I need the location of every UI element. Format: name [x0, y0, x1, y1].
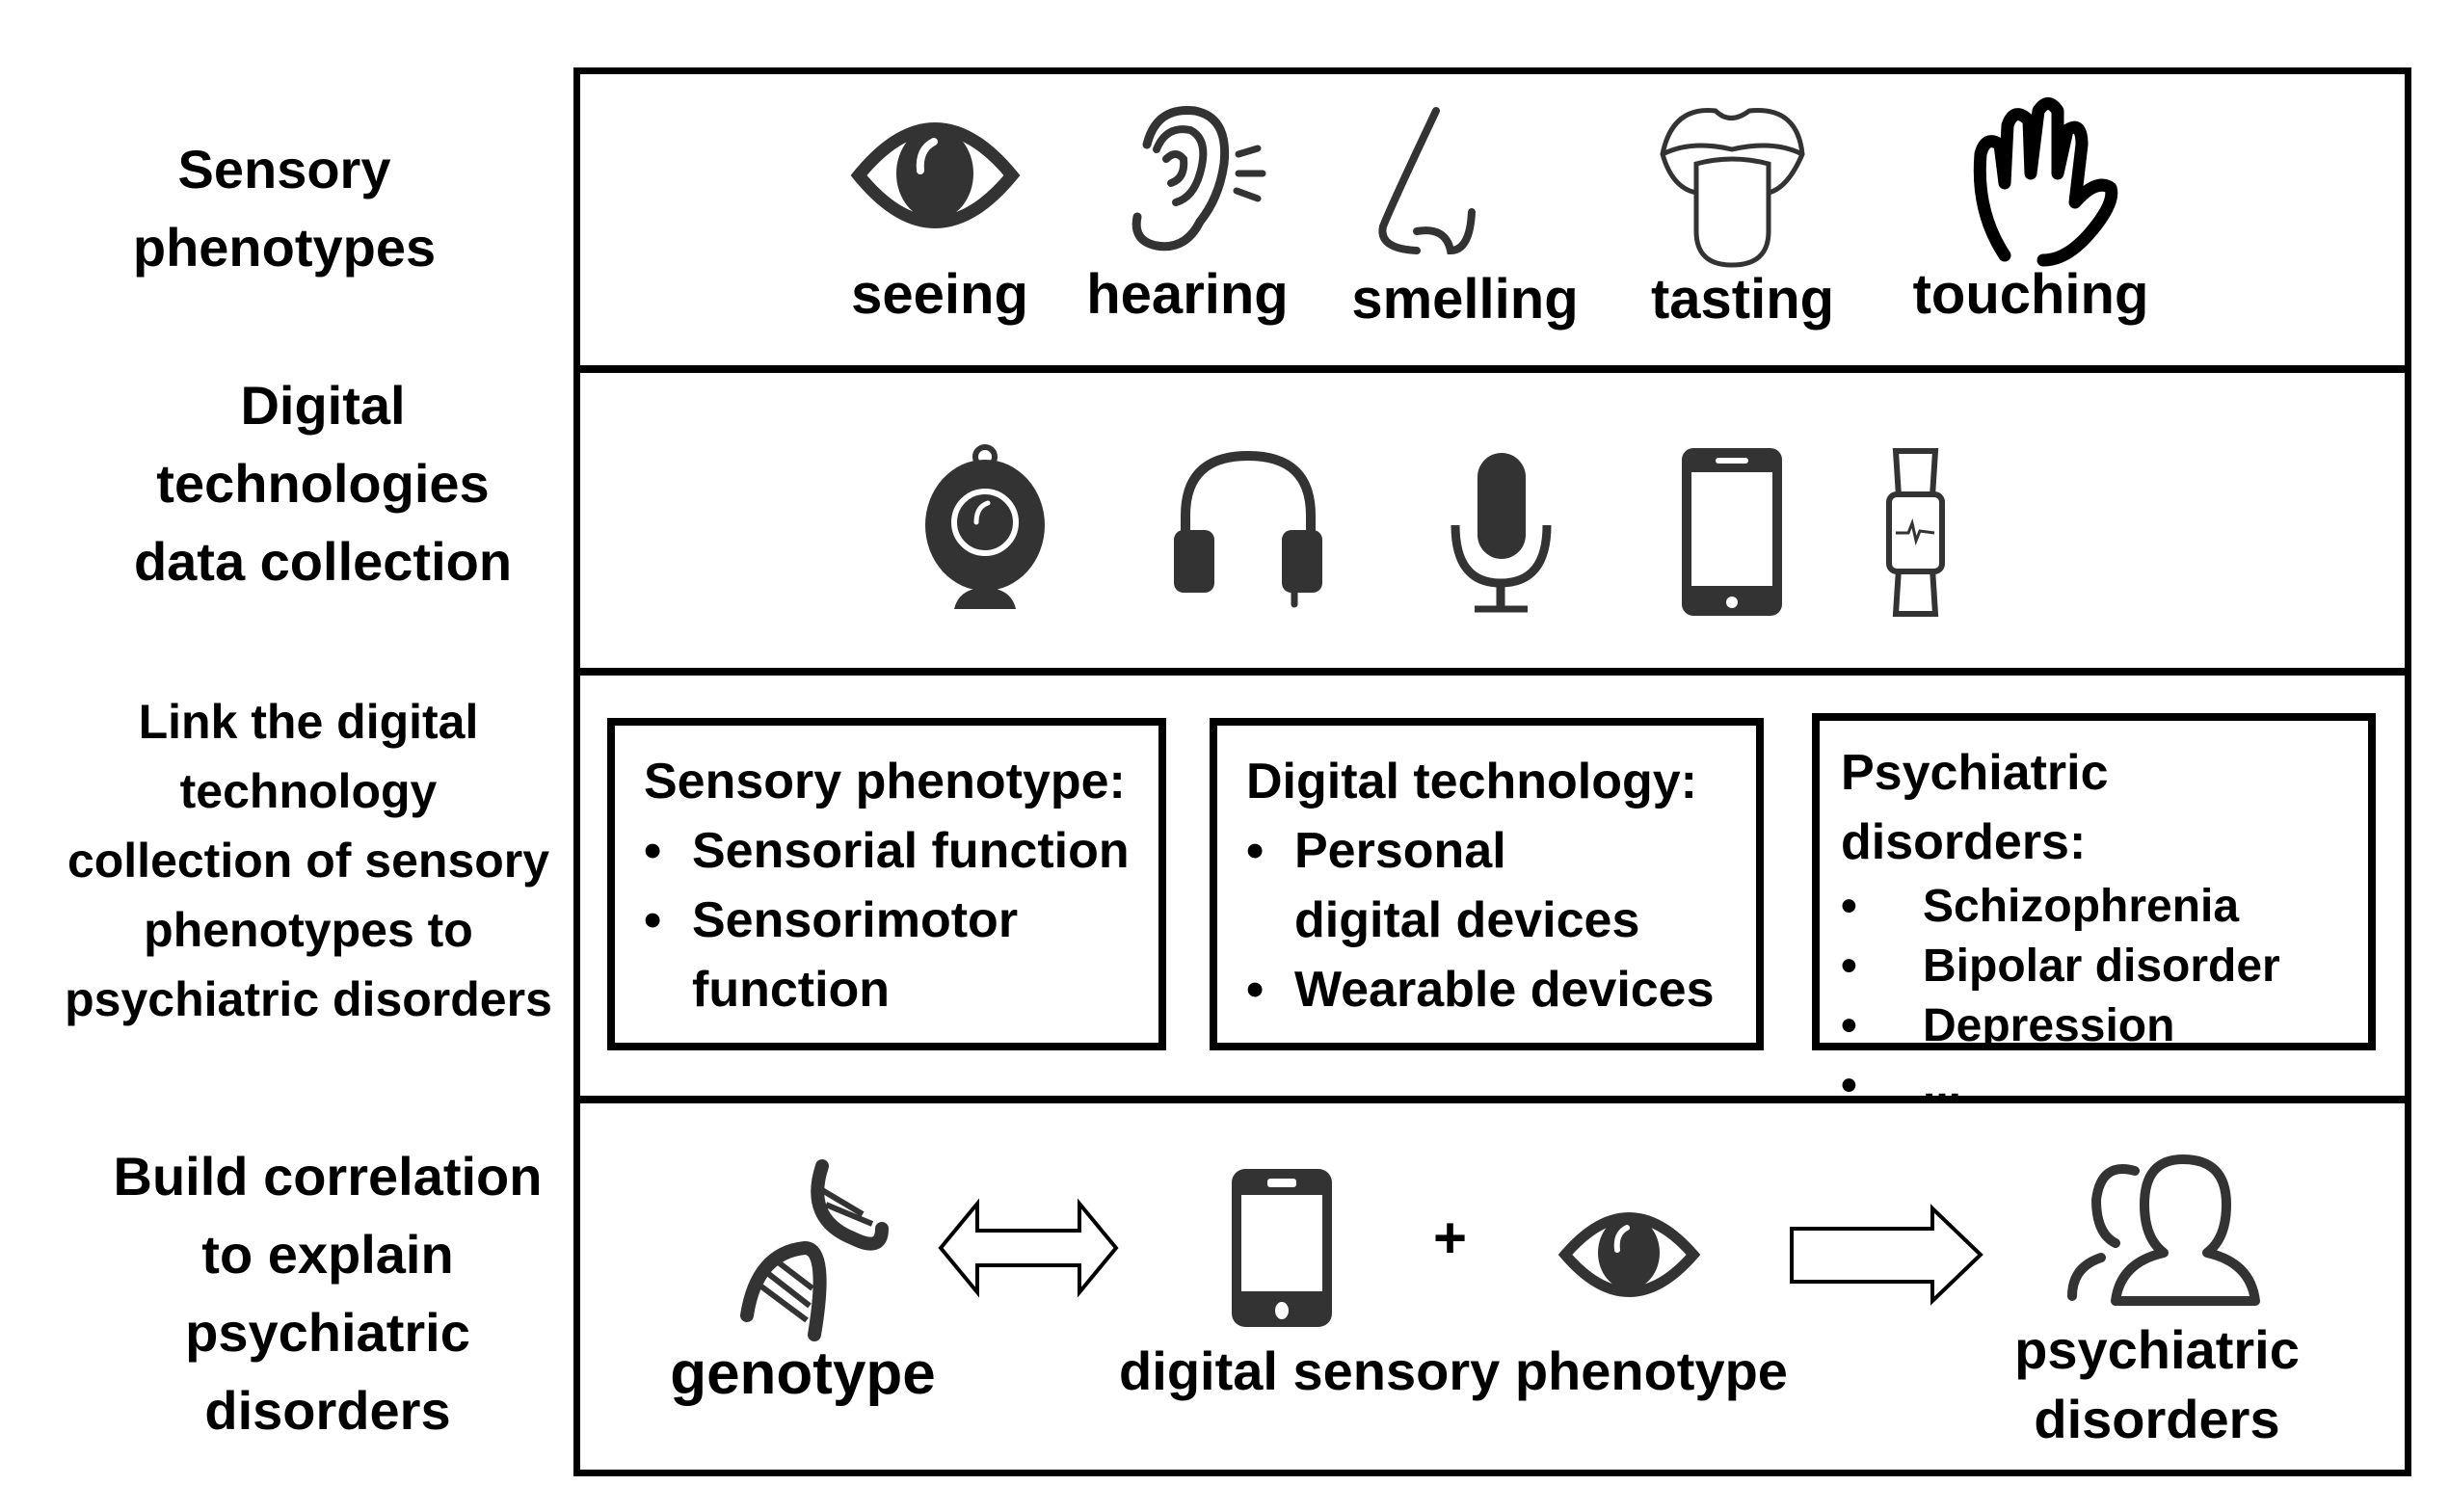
sense-label-smelling: smelling: [1351, 268, 1579, 331]
tongue-icon: [1660, 108, 1805, 268]
sense-label-touching: touching: [1912, 263, 2149, 326]
genotype-label: genotype: [670, 1340, 936, 1407]
eye-icon: [1557, 1212, 1701, 1297]
row-label-line: psychiatric disorders: [65, 972, 552, 1026]
row-divider: [573, 668, 2411, 676]
users-icon: [2067, 1154, 2260, 1306]
row-label-link: Link the digital technology collection o…: [0, 687, 617, 1034]
row-divider: [573, 365, 2411, 373]
row-label-line: disorders: [204, 1380, 451, 1441]
box-list: Sensorial function Sensorimotor function: [644, 816, 1130, 1024]
list-item: Depression: [1841, 996, 2347, 1056]
ear-icon: [1131, 105, 1266, 252]
digital-sensory-phenotype-label: digital sensory phenotype: [1119, 1340, 1788, 1401]
list-item: Sensorial function: [644, 816, 1130, 886]
sense-label-seeing: seeing: [851, 263, 1028, 326]
box-list: Personal digital devices Wearable device…: [1246, 816, 1727, 1024]
row-label-line: technologies: [156, 453, 490, 514]
list-item: Personal digital devices: [1246, 816, 1661, 955]
row-label-line: psychiatric: [185, 1302, 470, 1363]
list-item: Wearable devices: [1246, 955, 1727, 1024]
row-label-line: Link the digital: [138, 695, 479, 749]
sense-label-hearing: hearing: [1086, 263, 1289, 326]
row-label-line: data collection: [133, 531, 513, 592]
box-title: Sensory phenotype:: [644, 754, 1126, 809]
row-label-line: phenotypes to: [144, 903, 473, 957]
webcam-icon: [925, 444, 1045, 609]
row-label-line: collection of sensory: [67, 834, 550, 888]
microphone-icon: [1451, 453, 1552, 613]
row-label-line: Digital: [240, 375, 406, 436]
plus-sign: +: [1433, 1206, 1468, 1270]
label-line: psychiatric: [2014, 1319, 2300, 1380]
row-label-build-correlation: Build correlation to explain psychiatric…: [0, 1137, 655, 1449]
eye-icon: [850, 122, 1021, 228]
label-line: disorders: [2034, 1389, 2280, 1449]
box-title: Psychiatric disorders:: [1841, 745, 2109, 870]
digital-technology-box: Digital technology: Personal digital dev…: [1210, 718, 1764, 1050]
row-label-line: to explain: [201, 1224, 454, 1285]
psychiatric-disorders-box: Psychiatric disorders: Schizophrenia Bip…: [1812, 713, 2376, 1116]
smartphone-icon: [1682, 448, 1782, 616]
box-title: Digital technology:: [1246, 754, 1697, 809]
sensory-phenotype-box: Sensory phenotype: Sensorial function Se…: [607, 718, 1166, 1050]
hand-icon: [1973, 97, 2118, 267]
smartphone-icon: [1232, 1169, 1332, 1327]
dna-icon: [740, 1159, 889, 1341]
row-label-line: Sensory: [177, 139, 391, 199]
row-label-line: Build correlation: [113, 1146, 543, 1207]
diagram-frame: [573, 67, 2411, 1476]
sense-label-tasting: tasting: [1650, 268, 1835, 331]
row-label-line: technology: [179, 764, 438, 818]
list-item: Schizophrenia: [1841, 877, 2347, 937]
right-arrow-icon: [1790, 1204, 1983, 1306]
box-list: Schizophrenia Bipolar disorder Depressio…: [1841, 877, 2347, 1116]
list-item: Bipolar disorder: [1841, 937, 2347, 996]
bidirectional-arrow-icon: [938, 1198, 1119, 1298]
list-item: Sensorimotor function: [644, 886, 1020, 1024]
row-divider: [573, 1096, 2411, 1103]
headphones-icon: [1174, 450, 1322, 608]
list-item: ...: [1841, 1056, 2347, 1116]
row-label-digital-technologies: Digital technologies data collection: [0, 366, 651, 600]
nose-icon: [1378, 107, 1476, 255]
row-label-line: phenotypes: [132, 217, 437, 278]
smartwatch-icon: [1886, 448, 1945, 617]
psychiatric-disorders-label: psychiatric disorders: [2014, 1315, 2300, 1454]
row-label-sensory-phenotypes: Sensory phenotypes: [0, 130, 569, 286]
